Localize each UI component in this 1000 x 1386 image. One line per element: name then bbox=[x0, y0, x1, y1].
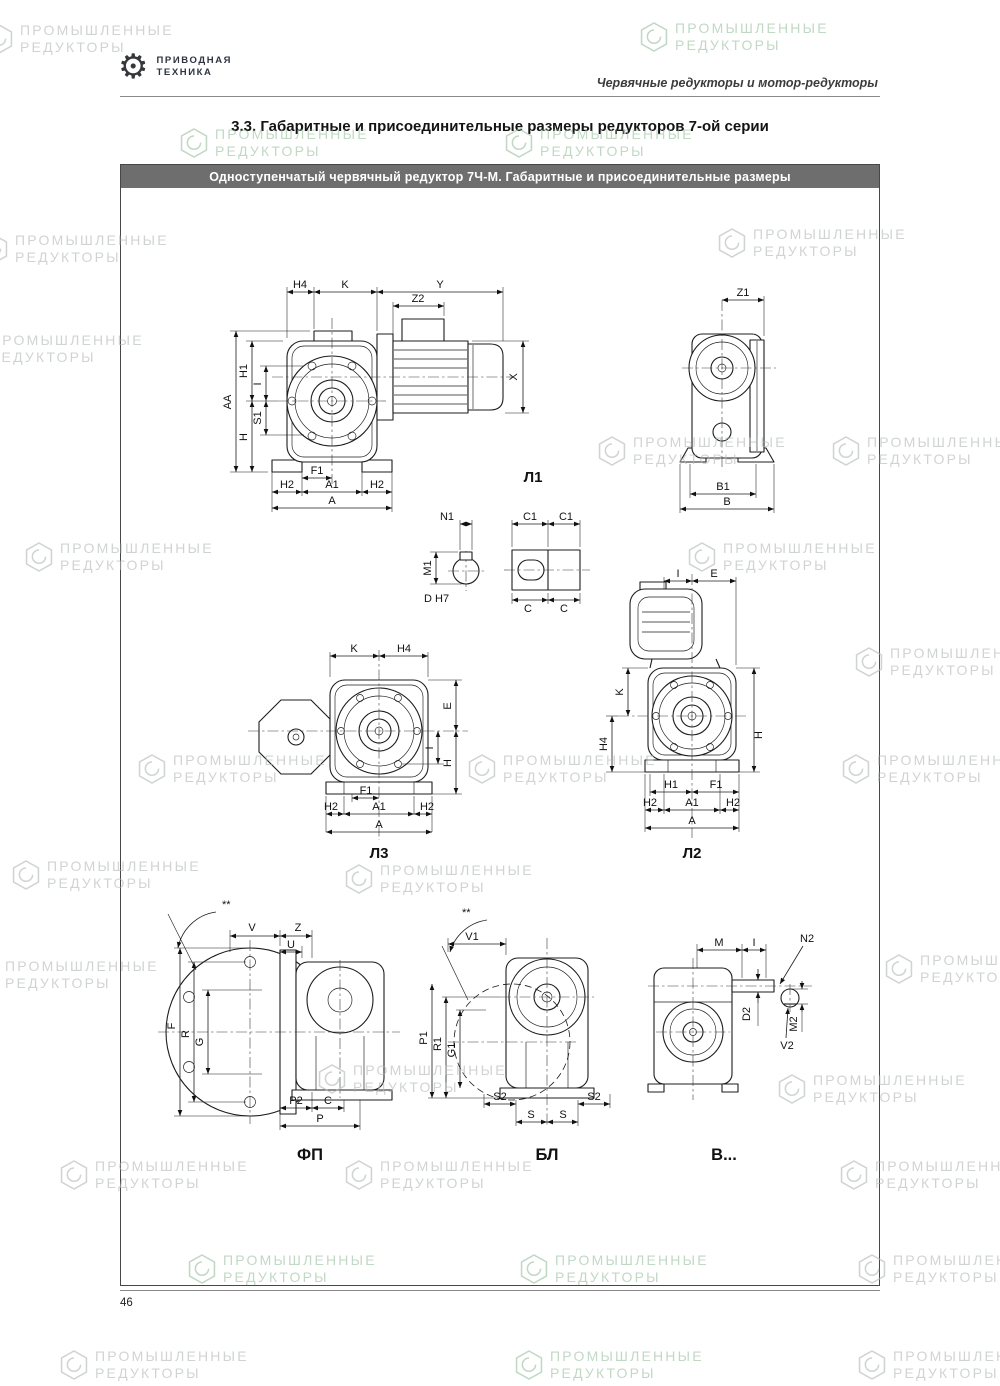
dim-label: G bbox=[194, 1038, 206, 1047]
dim-label: H bbox=[753, 731, 765, 739]
dim-label: ** bbox=[462, 907, 471, 919]
view-l2: I E K H4 H bbox=[598, 568, 765, 862]
logo-text: ПРИВОДНАЯ ТЕХНИКА bbox=[156, 55, 232, 79]
dim-label: P bbox=[316, 1113, 323, 1125]
dim-label: V1 bbox=[465, 931, 478, 943]
dim-label: E bbox=[710, 568, 717, 580]
view-shaft-detail: N1 M1 D H7 C1 C1 bbox=[422, 511, 590, 615]
dim-label: H bbox=[238, 433, 250, 441]
dim-label: B1 bbox=[716, 481, 729, 493]
dim-label: ** bbox=[222, 899, 231, 911]
dim-label: H2 bbox=[643, 797, 657, 809]
view-label-l3: Л3 bbox=[370, 845, 389, 862]
gear-icon: ⚙ bbox=[118, 47, 149, 87]
dim-label: M bbox=[714, 937, 723, 949]
dim-label: Z bbox=[295, 922, 302, 934]
dim-label: H2 bbox=[324, 801, 338, 813]
view-b: M I N2 D2 M2 V2 В. bbox=[647, 933, 814, 1164]
panel-title: Одноступенчатый червячный редуктор 7Ч-М.… bbox=[121, 165, 879, 188]
technical-drawing: H4 K Y Z2 X AA bbox=[158, 279, 814, 1164]
dim-label: H4 bbox=[293, 279, 307, 291]
dim-label: K bbox=[614, 688, 626, 696]
view-fp: ** V Z U F bbox=[158, 899, 400, 1164]
dim-label: S bbox=[559, 1109, 566, 1121]
logo-line1: ПРИВОДНАЯ bbox=[156, 55, 233, 66]
dim-label: I bbox=[252, 382, 264, 385]
dim-label: S2 bbox=[493, 1091, 506, 1103]
dim-label: I bbox=[676, 568, 679, 580]
dim-label: D2 bbox=[741, 1007, 753, 1021]
dim-label: P1 bbox=[418, 1031, 430, 1044]
dim-label: Z1 bbox=[737, 287, 750, 299]
dim-label: P2 bbox=[289, 1095, 302, 1107]
view-label-b: В... bbox=[711, 1146, 737, 1164]
dim-label: A1 bbox=[372, 801, 385, 813]
section-title: 3.3. Габаритные и присоединительные разм… bbox=[231, 118, 769, 135]
dim-label: R bbox=[180, 1030, 192, 1038]
header-tagline: Червячные редукторы и мотор-редукторы bbox=[596, 76, 878, 90]
dim-label: S1 bbox=[252, 411, 264, 424]
dim-label: C bbox=[524, 603, 532, 615]
dim-label: H2 bbox=[420, 801, 434, 813]
page-number: 46 bbox=[120, 1297, 133, 1309]
dim-label: C1 bbox=[559, 511, 573, 523]
dim-label: F1 bbox=[360, 785, 373, 797]
drawing-panel: Одноступенчатый червячный редуктор 7Ч-М.… bbox=[120, 164, 880, 1286]
dim-label: AA bbox=[222, 394, 234, 409]
dim-label: E bbox=[442, 702, 454, 709]
dim-label: I bbox=[424, 746, 436, 749]
dim-label: F bbox=[166, 1022, 178, 1029]
dim-label: H1 bbox=[664, 779, 678, 791]
view-label-bl: БЛ bbox=[535, 1146, 558, 1164]
view-label-fp: ФП bbox=[297, 1146, 323, 1164]
view-label-l2: Л2 bbox=[683, 845, 702, 862]
dim-label: B bbox=[723, 496, 730, 508]
dim-label: H1 bbox=[238, 364, 250, 378]
dim-label: V bbox=[248, 922, 256, 934]
dim-label: Y bbox=[436, 279, 444, 291]
dim-label: N1 bbox=[440, 511, 454, 523]
view-l3: K H4 E I H bbox=[248, 643, 468, 862]
dim-label: C1 bbox=[523, 511, 537, 523]
dim-label: H2 bbox=[280, 479, 294, 491]
footer-rule bbox=[120, 1290, 880, 1291]
dim-label: C bbox=[324, 1095, 332, 1107]
dim-label: V2 bbox=[780, 1040, 793, 1052]
dim-label: A1 bbox=[325, 479, 338, 491]
dim-label: A bbox=[375, 819, 383, 831]
dim-label: F1 bbox=[710, 779, 723, 791]
dim-label: X bbox=[508, 373, 520, 381]
dim-label: F1 bbox=[311, 465, 324, 477]
dim-label: H bbox=[442, 759, 454, 767]
dim-label: M1 bbox=[422, 560, 434, 575]
dim-label: H2 bbox=[370, 479, 384, 491]
dim-label: I bbox=[752, 937, 755, 949]
dim-label: G1 bbox=[446, 1043, 458, 1058]
dim-label: D H7 bbox=[424, 593, 449, 605]
header-rule bbox=[120, 96, 880, 97]
dim-label: H4 bbox=[397, 643, 411, 655]
dim-label: K bbox=[341, 279, 349, 291]
logo-line2: ТЕХНИКА bbox=[156, 67, 213, 78]
view-side: Z1 B1 B bbox=[679, 287, 776, 513]
dim-label: H2 bbox=[726, 797, 740, 809]
dim-label: C bbox=[560, 603, 568, 615]
view-label-l1: Л1 bbox=[524, 469, 543, 486]
dim-label: U bbox=[287, 939, 295, 951]
dim-label: S bbox=[527, 1109, 534, 1121]
dim-label: K bbox=[350, 643, 358, 655]
dim-label: S2 bbox=[587, 1091, 600, 1103]
view-l1: H4 K Y Z2 X AA bbox=[222, 279, 542, 512]
dim-label: A bbox=[688, 815, 696, 827]
view-bl: ** V1 P1 R1 G1 bbox=[418, 907, 611, 1164]
company-logo: ⚙ ПРИВОДНАЯ ТЕХНИКА bbox=[118, 50, 232, 84]
dim-label: A bbox=[328, 495, 336, 507]
dim-label: M2 bbox=[788, 1016, 800, 1031]
dim-label: N2 bbox=[800, 933, 814, 945]
dim-label: Z2 bbox=[412, 293, 425, 305]
dim-label: H4 bbox=[598, 737, 610, 751]
dim-label: A1 bbox=[685, 797, 698, 809]
dim-label: R1 bbox=[432, 1037, 444, 1051]
